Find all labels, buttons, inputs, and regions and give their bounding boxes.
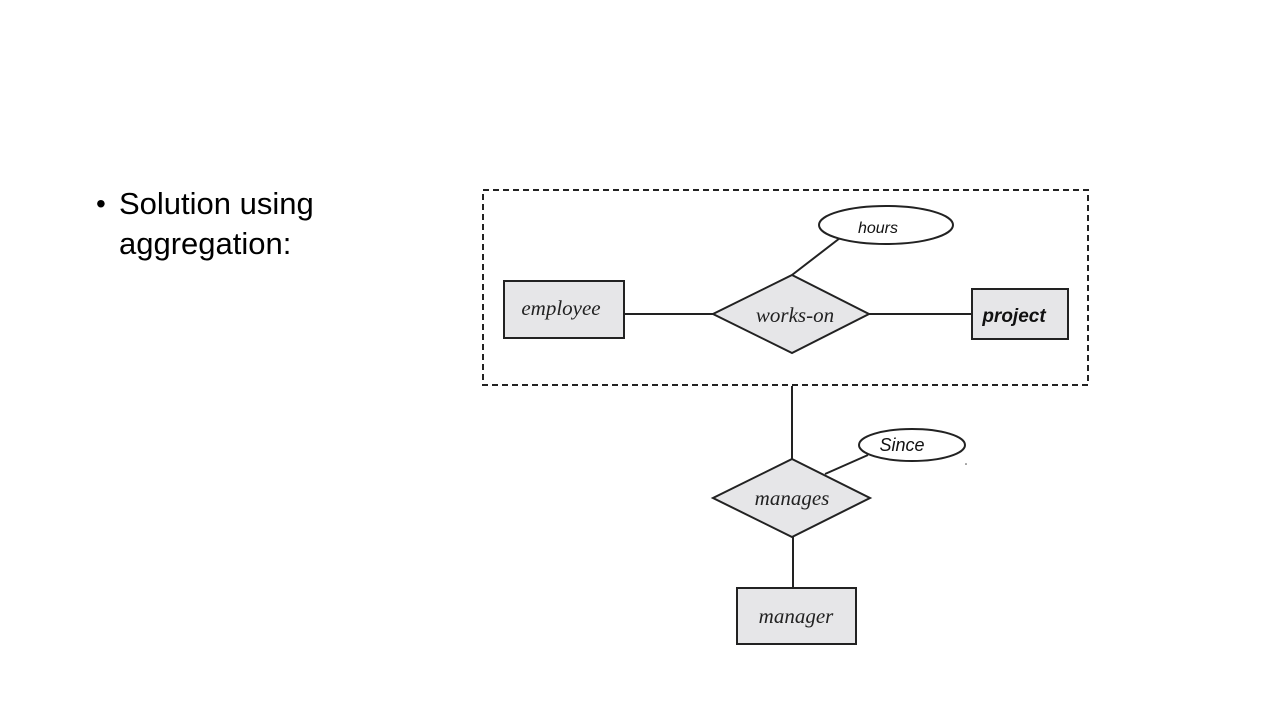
since-label: Since	[879, 435, 924, 455]
works-on-relationship	[710, 273, 872, 355]
works-on-label: works-on	[756, 303, 834, 327]
manager-entity	[736, 587, 857, 645]
hours-label: hours	[858, 220, 898, 237]
project-entity	[971, 288, 1069, 340]
aggregation-box	[482, 189, 1089, 386]
bullet-marker: •	[96, 188, 106, 219]
works-on-hours-line	[791, 237, 841, 276]
since-attribute	[858, 428, 966, 462]
employee-label: employee	[521, 296, 600, 320]
hours-attribute	[818, 205, 954, 245]
employee-entity	[503, 280, 625, 339]
manager-label: manager	[759, 604, 834, 628]
project-label: project	[981, 306, 1046, 327]
bullet-text: Solution using aggregation:	[119, 186, 314, 261]
stray-dot	[965, 463, 967, 465]
manages-label: manages	[755, 486, 830, 510]
manages-relationship	[710, 457, 873, 539]
manages-since-line	[824, 454, 869, 475]
